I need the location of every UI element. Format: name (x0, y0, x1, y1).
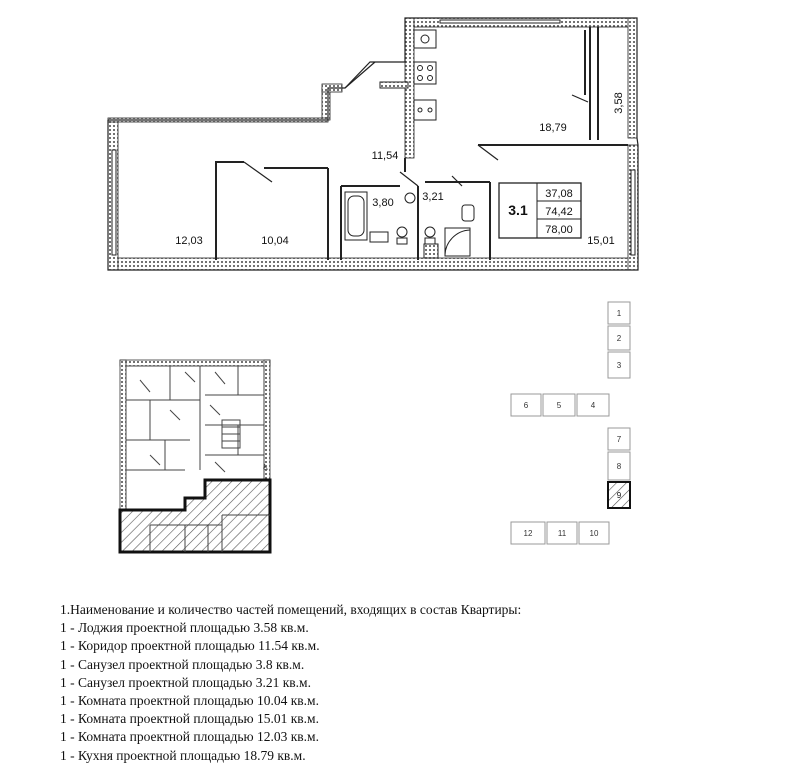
unit-key-label: 11 (558, 529, 567, 538)
unit-key-cell-6: 6 (510, 393, 542, 417)
legend-heading: 1.Наименование и количество частей помещ… (60, 602, 522, 617)
unit-key-label: 5 (557, 401, 562, 410)
legend-item: 1 - Комната проектной площадью 10.04 кв.… (60, 693, 319, 709)
apartment-plan: 3.1 37,08 74,42 78,00 3,58 18,79 11,54 3… (107, 17, 639, 271)
label-corridor: 11,54 (372, 150, 399, 162)
unit-key-cell-10: 10 (578, 521, 610, 545)
accessibility-icon: ♿ (262, 463, 269, 472)
unit-key-cell-2: 2 (607, 325, 631, 351)
label-room-mid: 10,04 (261, 235, 289, 247)
label-bath2: 3,21 (422, 191, 443, 203)
unit-key-cell-4: 4 (576, 393, 610, 417)
building-keyplan: ♿ (118, 359, 272, 554)
label-kitchen: 18,79 (539, 122, 567, 134)
legend-item: 1 - Комната проектной площадью 12.03 кв.… (60, 729, 319, 745)
unit-key-label: 4 (591, 401, 596, 410)
unit-key-label: 9 (617, 491, 622, 500)
room-labels: 3,58 18,79 11,54 3,80 3,21 12,03 10,04 1… (175, 92, 625, 247)
unit-key-cell-1: 1 (607, 301, 631, 325)
unit-key-cell-3: 3 (607, 351, 631, 379)
legend-item: 1 - Санузел проектной площадью 3.21 кв.м… (60, 674, 311, 690)
unit-key-cell-7: 7 (607, 427, 631, 451)
windows (111, 19, 636, 256)
area-total-with-loggia: 78,00 (545, 224, 573, 236)
area-living: 37,08 (545, 188, 573, 200)
unit-key: 1 2 3 6 5 4 7 8 (510, 301, 631, 545)
legend-item: 1 - Коридор проектной площадью 11.54 кв.… (60, 638, 320, 654)
unit-key-cell-8: 8 (607, 451, 631, 481)
unit-key-label: 6 (524, 401, 529, 410)
area-box: 3.1 37,08 74,42 78,00 (498, 182, 582, 239)
unit-key-cell-11: 11 (546, 521, 578, 545)
legend-item: 1 - Комната проектной площадью 15.01 кв.… (60, 711, 319, 727)
label-room-right: 15,01 (587, 235, 615, 247)
unit-key-label: 12 (524, 529, 533, 538)
unit-key-label: 3 (617, 361, 622, 370)
unit-key-cell-12: 12 (510, 521, 546, 545)
legend-item: 1 - Кухня проектной площадью 18.79 кв.м. (60, 747, 306, 763)
kitchen-fixtures (379, 29, 437, 121)
unit-key-label: 8 (617, 462, 622, 471)
unit-key-cell-5: 5 (542, 393, 576, 417)
unit-key-label: 2 (617, 334, 622, 343)
unit-key-label: 10 (590, 529, 599, 538)
legend-item: 1 - Лоджия проектной площадью 3.58 кв.м. (60, 620, 309, 636)
outline (107, 17, 639, 271)
apartment-id: 3.1 (508, 202, 528, 218)
interior-walls (215, 27, 628, 260)
label-loggia: 3,58 (613, 92, 625, 113)
unit-key-label: 1 (617, 309, 622, 318)
label-bath1: 3,80 (372, 197, 393, 209)
unit-key-cell-9-highlighted: 9 (607, 481, 631, 509)
bathroom-fixtures (344, 191, 475, 259)
room-legend: 1.Наименование и количество частей помещ… (60, 601, 760, 765)
label-room-left: 12,03 (175, 235, 203, 247)
legend-item: 1 - Санузел проектной площадью 3.8 кв.м. (60, 656, 305, 672)
door-swings (243, 61, 589, 187)
area-total: 74,42 (545, 206, 573, 218)
unit-key-label: 7 (617, 435, 622, 444)
